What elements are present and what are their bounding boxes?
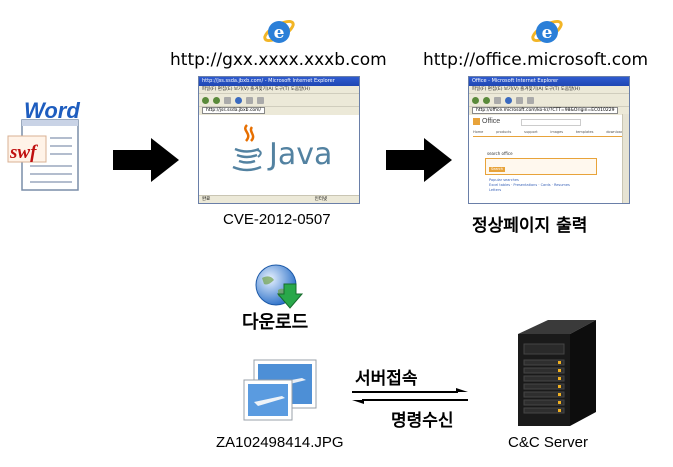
office-logo: Office (473, 118, 500, 125)
arrow-right-icon (113, 138, 179, 182)
arrow-right-icon-2 (386, 138, 452, 182)
ie-icon-left: e (262, 14, 296, 48)
cnc-server-caption: C&C Server (508, 434, 589, 451)
office-url-label: http://office.microsoft.com (423, 50, 649, 70)
word-title: Word (24, 98, 80, 123)
office-search-box (485, 158, 597, 175)
office-window-scrollbar (622, 114, 629, 203)
download-caption: 다운로드 (242, 312, 309, 333)
java-window-menu: 파일(F) 편집(E) 보기(V) 즐겨찾기(A) 도구(T) 도움말(H) (199, 86, 359, 93)
jpg-filename-caption: ZA102498414.JPG (216, 434, 344, 451)
java-browser-window: http://jss.ssda.jbxb.com/ - Microsoft In… (198, 76, 360, 204)
svg-text:e: e (542, 23, 553, 43)
office-browser-window: Office - Microsoft Internet Explorer 파일(… (468, 76, 630, 204)
download-globe-icon (254, 264, 306, 310)
office-section-title: search office (487, 151, 513, 156)
server-rack-icon (508, 316, 598, 428)
jpg-image-icon (240, 358, 320, 424)
office-window-title: Office - Microsoft Internet Explorer (469, 77, 629, 86)
office-window-toolbar (469, 93, 629, 106)
server-connect-label: 서버접속 (355, 369, 418, 389)
office-top-search (521, 119, 581, 126)
java-logo-text: Java (269, 137, 333, 172)
office-window-menu: 파일(F) 편집(E) 보기(V) 즐겨찾기(A) 도구(T) 도움말(H) (469, 86, 629, 93)
java-window-address: http://jss.ssda.jbxb.com/ (199, 106, 359, 115)
word-swf-document-icon (6, 98, 84, 194)
normal-page-caption: 정상페이지 출력 (472, 216, 588, 236)
office-search-button: Search (489, 167, 505, 172)
java-window-toolbar (199, 93, 359, 106)
java-window-status: 완료 인터넷 (199, 195, 359, 203)
cve-caption: CVE-2012-0507 (223, 211, 331, 228)
command-receive-label: 명령수신 (391, 411, 454, 431)
swf-badge: swf (10, 142, 37, 163)
bidirectional-arrows-icon (352, 388, 468, 404)
java-window-title: http://jss.ssda.jbxb.com/ - Microsoft In… (199, 77, 359, 86)
svg-text:e: e (274, 23, 285, 43)
office-window-address: http://office.microsoft.com/ko-kr/?CTT=9… (469, 106, 629, 115)
java-cup-icon (231, 123, 265, 173)
malicious-url-label: http://gxx.xxxx.xxxb.com (170, 50, 387, 70)
ie-icon-right: e (530, 14, 564, 48)
office-links: Popular searches Excel tables · Presenta… (489, 178, 570, 192)
